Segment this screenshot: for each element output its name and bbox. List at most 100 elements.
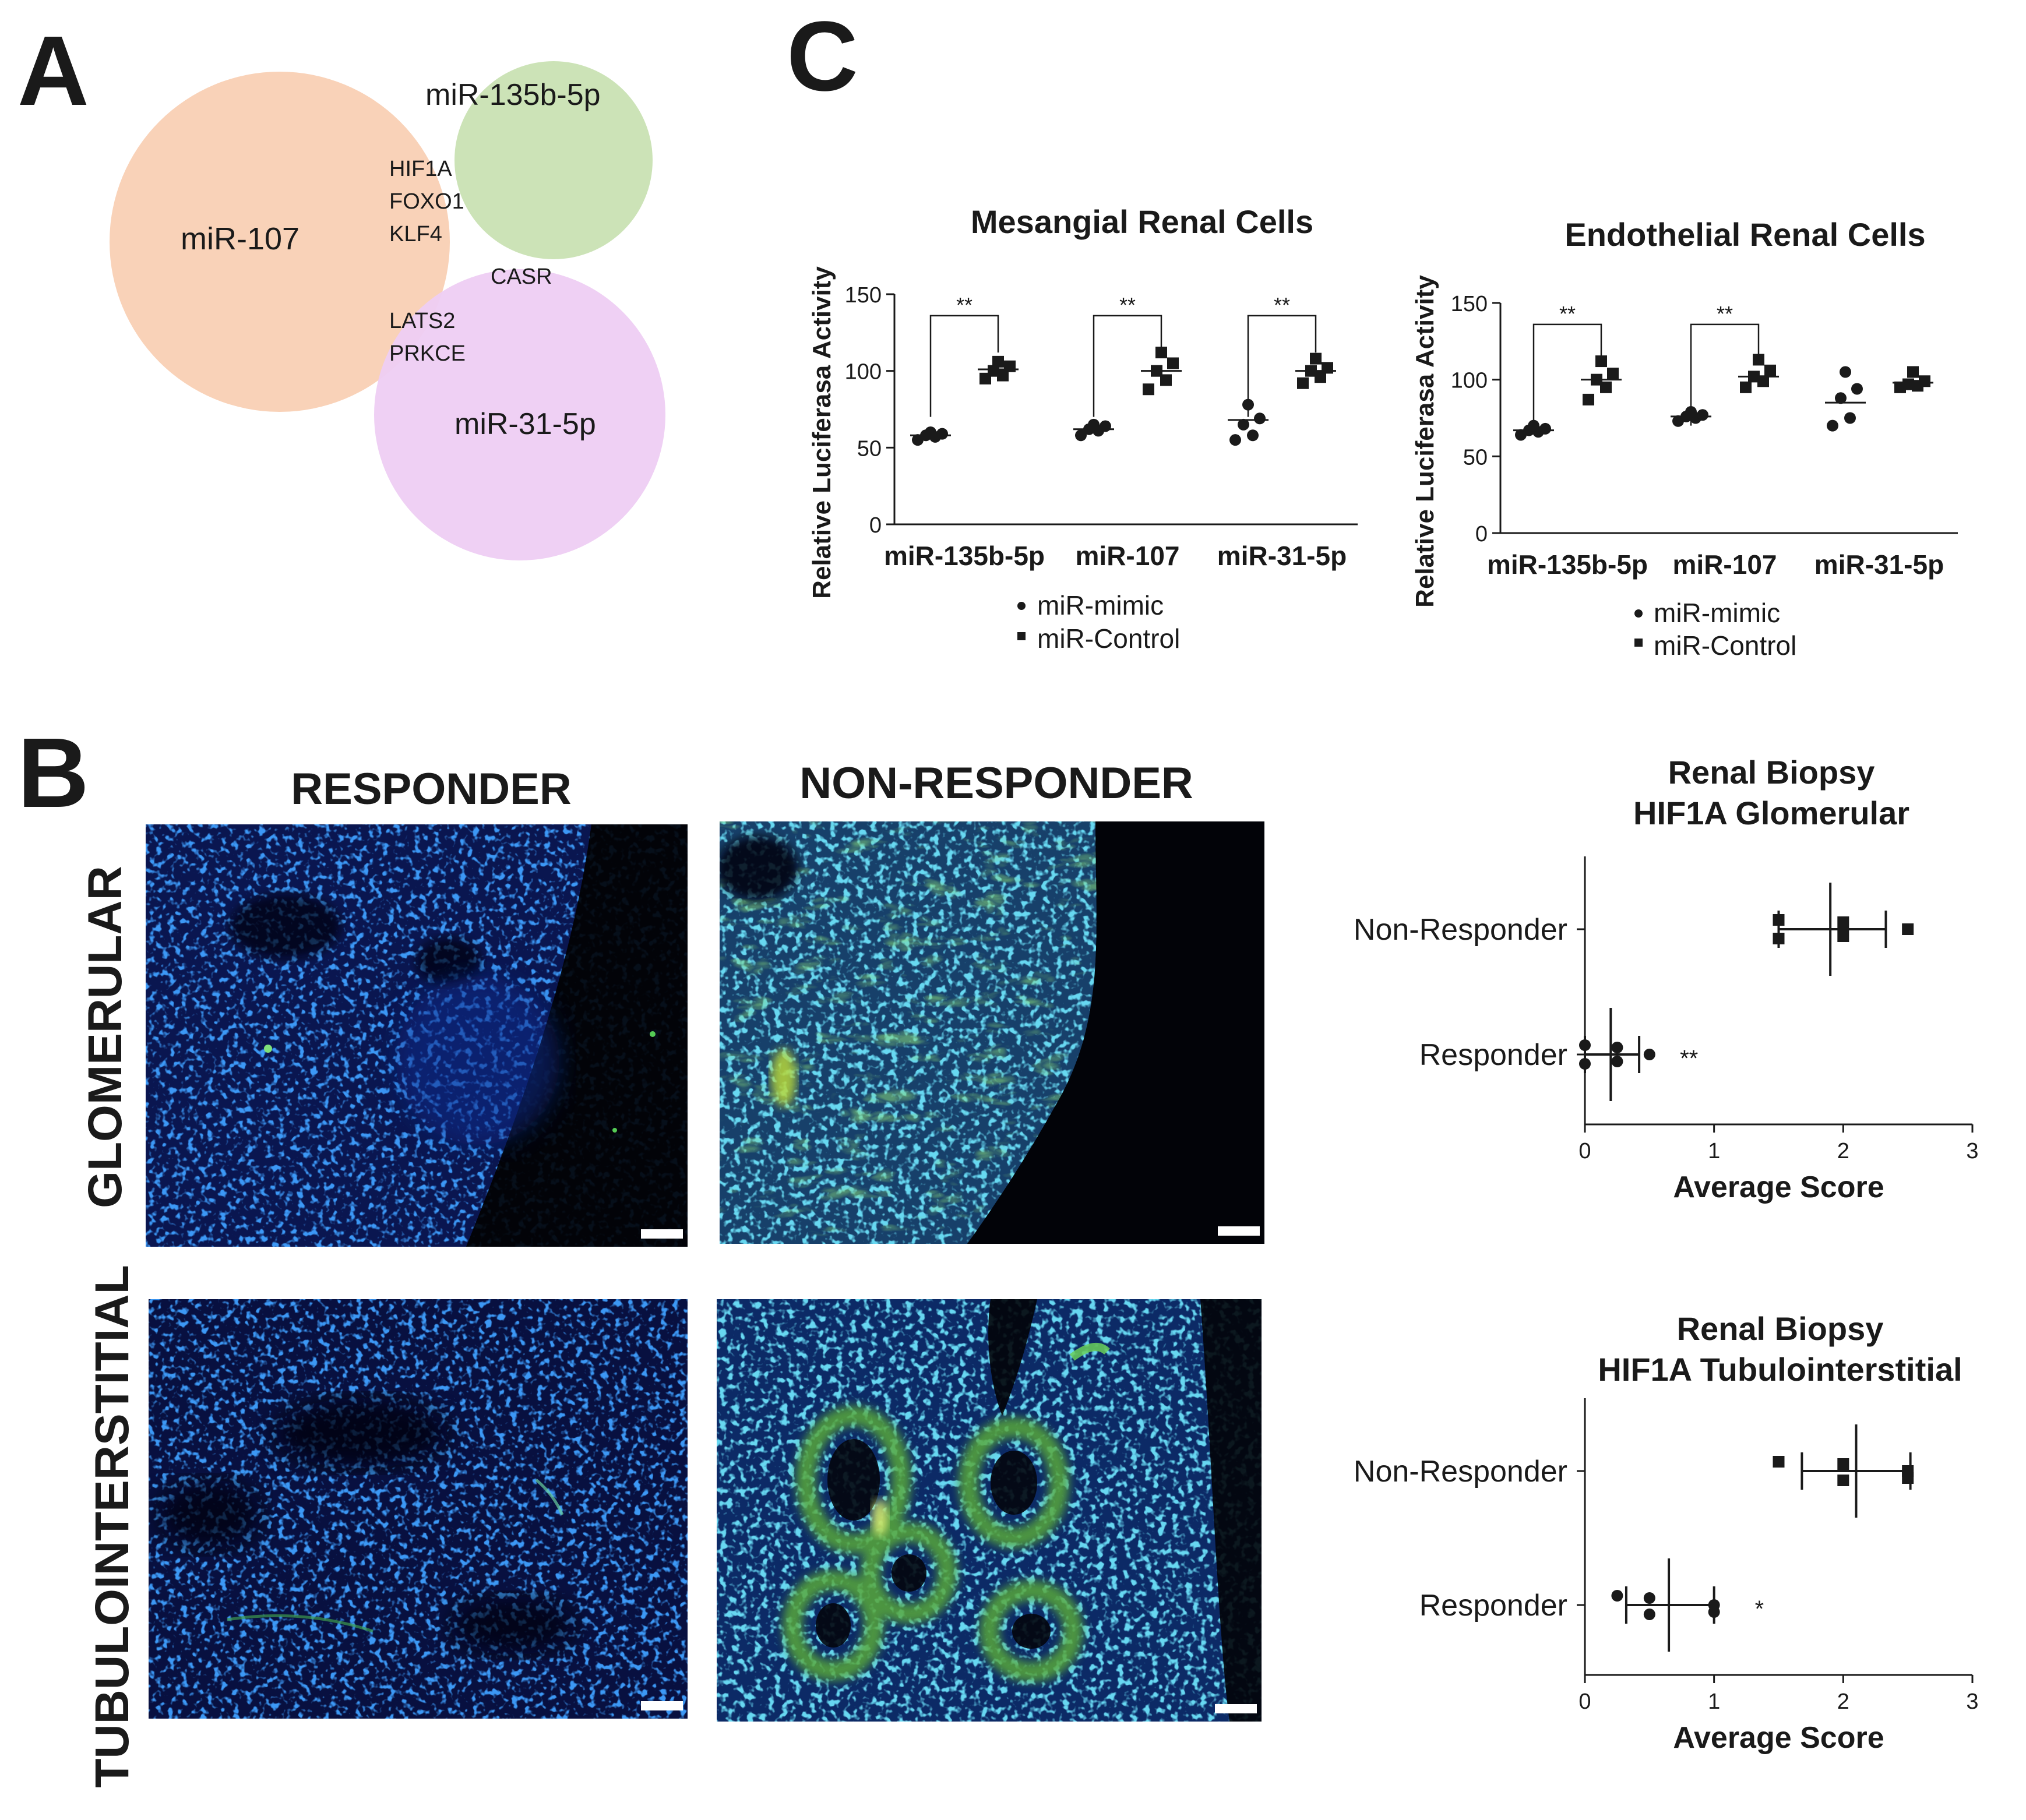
data-point <box>1611 1590 1623 1602</box>
significance-marker: * <box>1755 1596 1764 1622</box>
significance-marker: ** <box>1274 293 1290 317</box>
data-point <box>1837 916 1849 928</box>
venn-gene-foxo1: FOXO1 <box>389 189 464 214</box>
venn-gene-lats2: LATS2 <box>389 309 455 333</box>
venn-circle-mir135 <box>454 61 653 259</box>
panel-label-a: A <box>17 16 89 126</box>
chart-title: Endothelial Renal Cells <box>1565 216 1925 253</box>
venn-circle-mir107 <box>110 72 450 412</box>
panel-a: A miR-107 miR-135b-5p miR-31-5p HIF1A FO… <box>17 16 665 560</box>
data-point-mimic <box>925 426 936 438</box>
data-point-mimic <box>1229 434 1241 446</box>
x-tick-label: 3 <box>1966 1139 1978 1163</box>
significance-bracket <box>1247 315 1317 417</box>
data-point <box>1643 1609 1655 1620</box>
significance-bracket <box>1093 315 1162 417</box>
y-tick-label: 100 <box>1451 369 1488 393</box>
x-tick-label: 0 <box>1578 1690 1591 1714</box>
y-tick-label: 50 <box>1463 445 1488 470</box>
micrograph-nonresponder-tubulointerstitial <box>717 1299 1262 1722</box>
x-tick-label: miR-107 <box>1673 549 1777 580</box>
data-point-control <box>1607 368 1619 380</box>
data-point-control <box>1160 374 1172 386</box>
x-tick-label: 1 <box>1708 1690 1720 1714</box>
panel-label-b: B <box>17 718 89 828</box>
scale-bar <box>641 1701 683 1710</box>
y-tick-label: Responder <box>1419 1589 1567 1623</box>
legend-endothelial: miR-mimic miR-Control <box>1634 598 1796 661</box>
data-point <box>1611 1042 1623 1053</box>
y-tick-label: 150 <box>845 283 882 308</box>
data-point <box>1902 923 1914 935</box>
significance-marker: ** <box>1717 302 1733 326</box>
data-point-control <box>997 369 1009 382</box>
data-point <box>1837 1475 1849 1486</box>
data-point-mimic <box>936 428 948 440</box>
row-label-glomerular: GLOMERULAR <box>79 866 132 1208</box>
venn-label-mir107: miR-107 <box>181 221 300 256</box>
x-tick-label: miR-31-5p <box>1217 541 1347 571</box>
column-label-responder: RESPONDER <box>291 764 571 814</box>
legend-control-label: miR-Control <box>1654 630 1796 661</box>
x-tick-label: 2 <box>1837 1690 1849 1714</box>
legend-mimic-label: miR-mimic <box>1654 598 1780 628</box>
y-tick-label: Non-Responder <box>1354 913 1567 947</box>
data-point-control <box>1600 381 1612 393</box>
x-tick-label: 1 <box>1708 1139 1720 1163</box>
y-tick-label: Responder <box>1419 1038 1567 1072</box>
legend-mimic-label: miR-mimic <box>1037 590 1164 620</box>
significance-bracket <box>929 315 999 417</box>
data-point-control <box>1167 357 1179 369</box>
chart-title: Mesangial Renal Cells <box>971 203 1313 240</box>
venn-gene-klf4: KLF4 <box>389 222 442 246</box>
x-tick-label: 2 <box>1837 1139 1849 1163</box>
venn-circle-mir31 <box>374 269 665 560</box>
data-point-mimic <box>1840 366 1851 378</box>
significance-marker: ** <box>956 293 973 317</box>
data-point-control <box>992 355 1004 368</box>
data-point <box>1773 1456 1785 1468</box>
x-tick-label: 3 <box>1966 1690 1978 1714</box>
x-tick-label: miR-135b-5p <box>884 541 1045 571</box>
y-axis-label: Relative Luciferasa Activity <box>808 266 836 599</box>
chart-title-line-2: HIF1A Glomerular <box>1633 795 1909 831</box>
data-point-control <box>1902 378 1914 390</box>
y-tick-label: Non-Responder <box>1354 1455 1567 1489</box>
data-point <box>1837 1458 1849 1470</box>
significance-marker: ** <box>1119 293 1136 317</box>
legend-control-label: miR-Control <box>1037 623 1180 654</box>
data-point-control <box>988 365 999 377</box>
data-point-control <box>1764 364 1776 376</box>
y-tick-label: 0 <box>1475 522 1488 546</box>
data-point-control <box>1907 366 1919 378</box>
data-point-mimic <box>1697 409 1708 421</box>
chart-title-line-1: Renal Biopsy <box>1677 1310 1884 1347</box>
data-point-mimic <box>1254 412 1266 425</box>
data-point-control <box>1315 371 1326 383</box>
data-point-mimic <box>1088 418 1100 431</box>
data-point-control <box>1310 352 1322 365</box>
y-tick-label: 50 <box>857 436 882 461</box>
y-tick-label: 150 <box>1451 292 1488 316</box>
y-tick-label: 0 <box>869 513 882 538</box>
data-point-control <box>1143 383 1154 396</box>
panel-label-c: C <box>787 1 858 112</box>
micrograph-responder-tubulointerstitial <box>149 1299 688 1719</box>
data-point-mimic <box>1247 429 1259 442</box>
significance-bracket <box>1532 323 1602 426</box>
row-label-tubulointerstitial: TUBULOINTERSTITIAL <box>86 1265 139 1787</box>
x-tick-label: 0 <box>1578 1139 1591 1163</box>
data-point-control <box>1297 377 1309 389</box>
chart-title-line-1: Renal Biopsy <box>1668 754 1875 791</box>
legend-control-marker <box>1634 639 1643 647</box>
data-point <box>1611 1056 1623 1067</box>
data-point-control <box>1740 381 1752 393</box>
data-point-control <box>1919 375 1930 387</box>
data-point <box>1837 930 1849 942</box>
micrograph-nonresponder-glomerular <box>720 821 1264 1244</box>
